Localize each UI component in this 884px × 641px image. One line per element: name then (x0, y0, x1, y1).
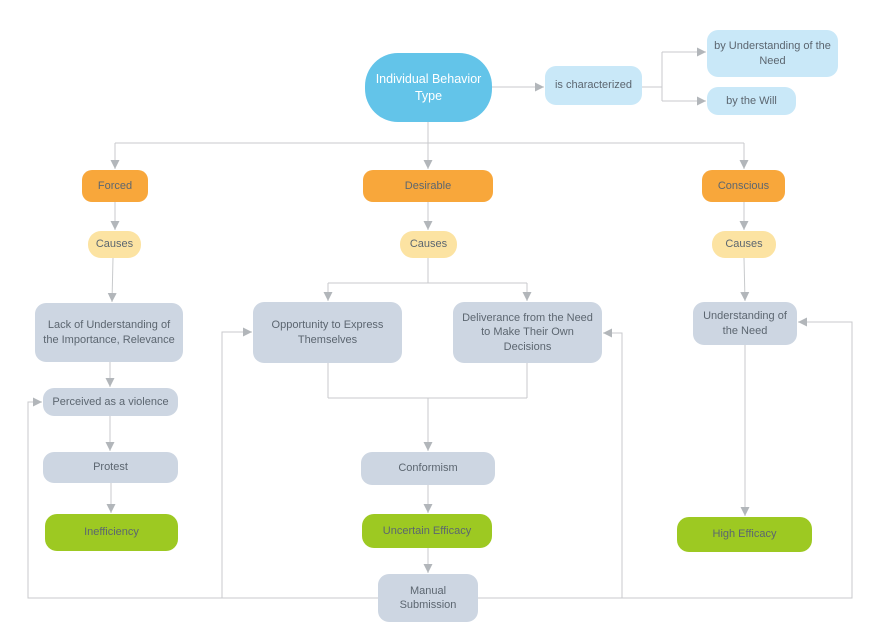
node-causes-desirable: Causes (400, 231, 457, 258)
node-forced: Forced (82, 170, 148, 202)
node-by-understanding-of-the-need: by Understanding of the Need (707, 30, 838, 77)
node-perceived-as-violence: Perceived as a violence (43, 388, 178, 416)
node-high-efficacy: High Efficacy (677, 517, 812, 552)
node-conformism: Conformism (361, 452, 495, 485)
node-desirable: Desirable (363, 170, 493, 202)
node-individual-behavior-type: Individual Behavior Type (365, 53, 492, 122)
node-causes-forced: Causes (88, 231, 141, 258)
node-manual-submission: Manual Submission (378, 574, 478, 622)
node-deliverance-from-need: Deliverance from the Need to Make Their … (453, 302, 602, 363)
node-lack-of-understanding: Lack of Understanding of the Importance,… (35, 303, 183, 362)
node-by-the-will: by the Will (707, 87, 796, 115)
node-understanding-of-need: Understanding of the Need (693, 302, 797, 345)
node-is-characterized: is characterized (545, 66, 642, 105)
node-causes-conscious: Causes (712, 231, 776, 258)
node-opportunity-to-express: Opportunity to Express Themselves (253, 302, 402, 363)
node-uncertain-efficacy: Uncertain Efficacy (362, 514, 492, 548)
node-inefficiency: Inefficiency (45, 514, 178, 551)
node-protest: Protest (43, 452, 178, 483)
node-conscious: Conscious (702, 170, 785, 202)
